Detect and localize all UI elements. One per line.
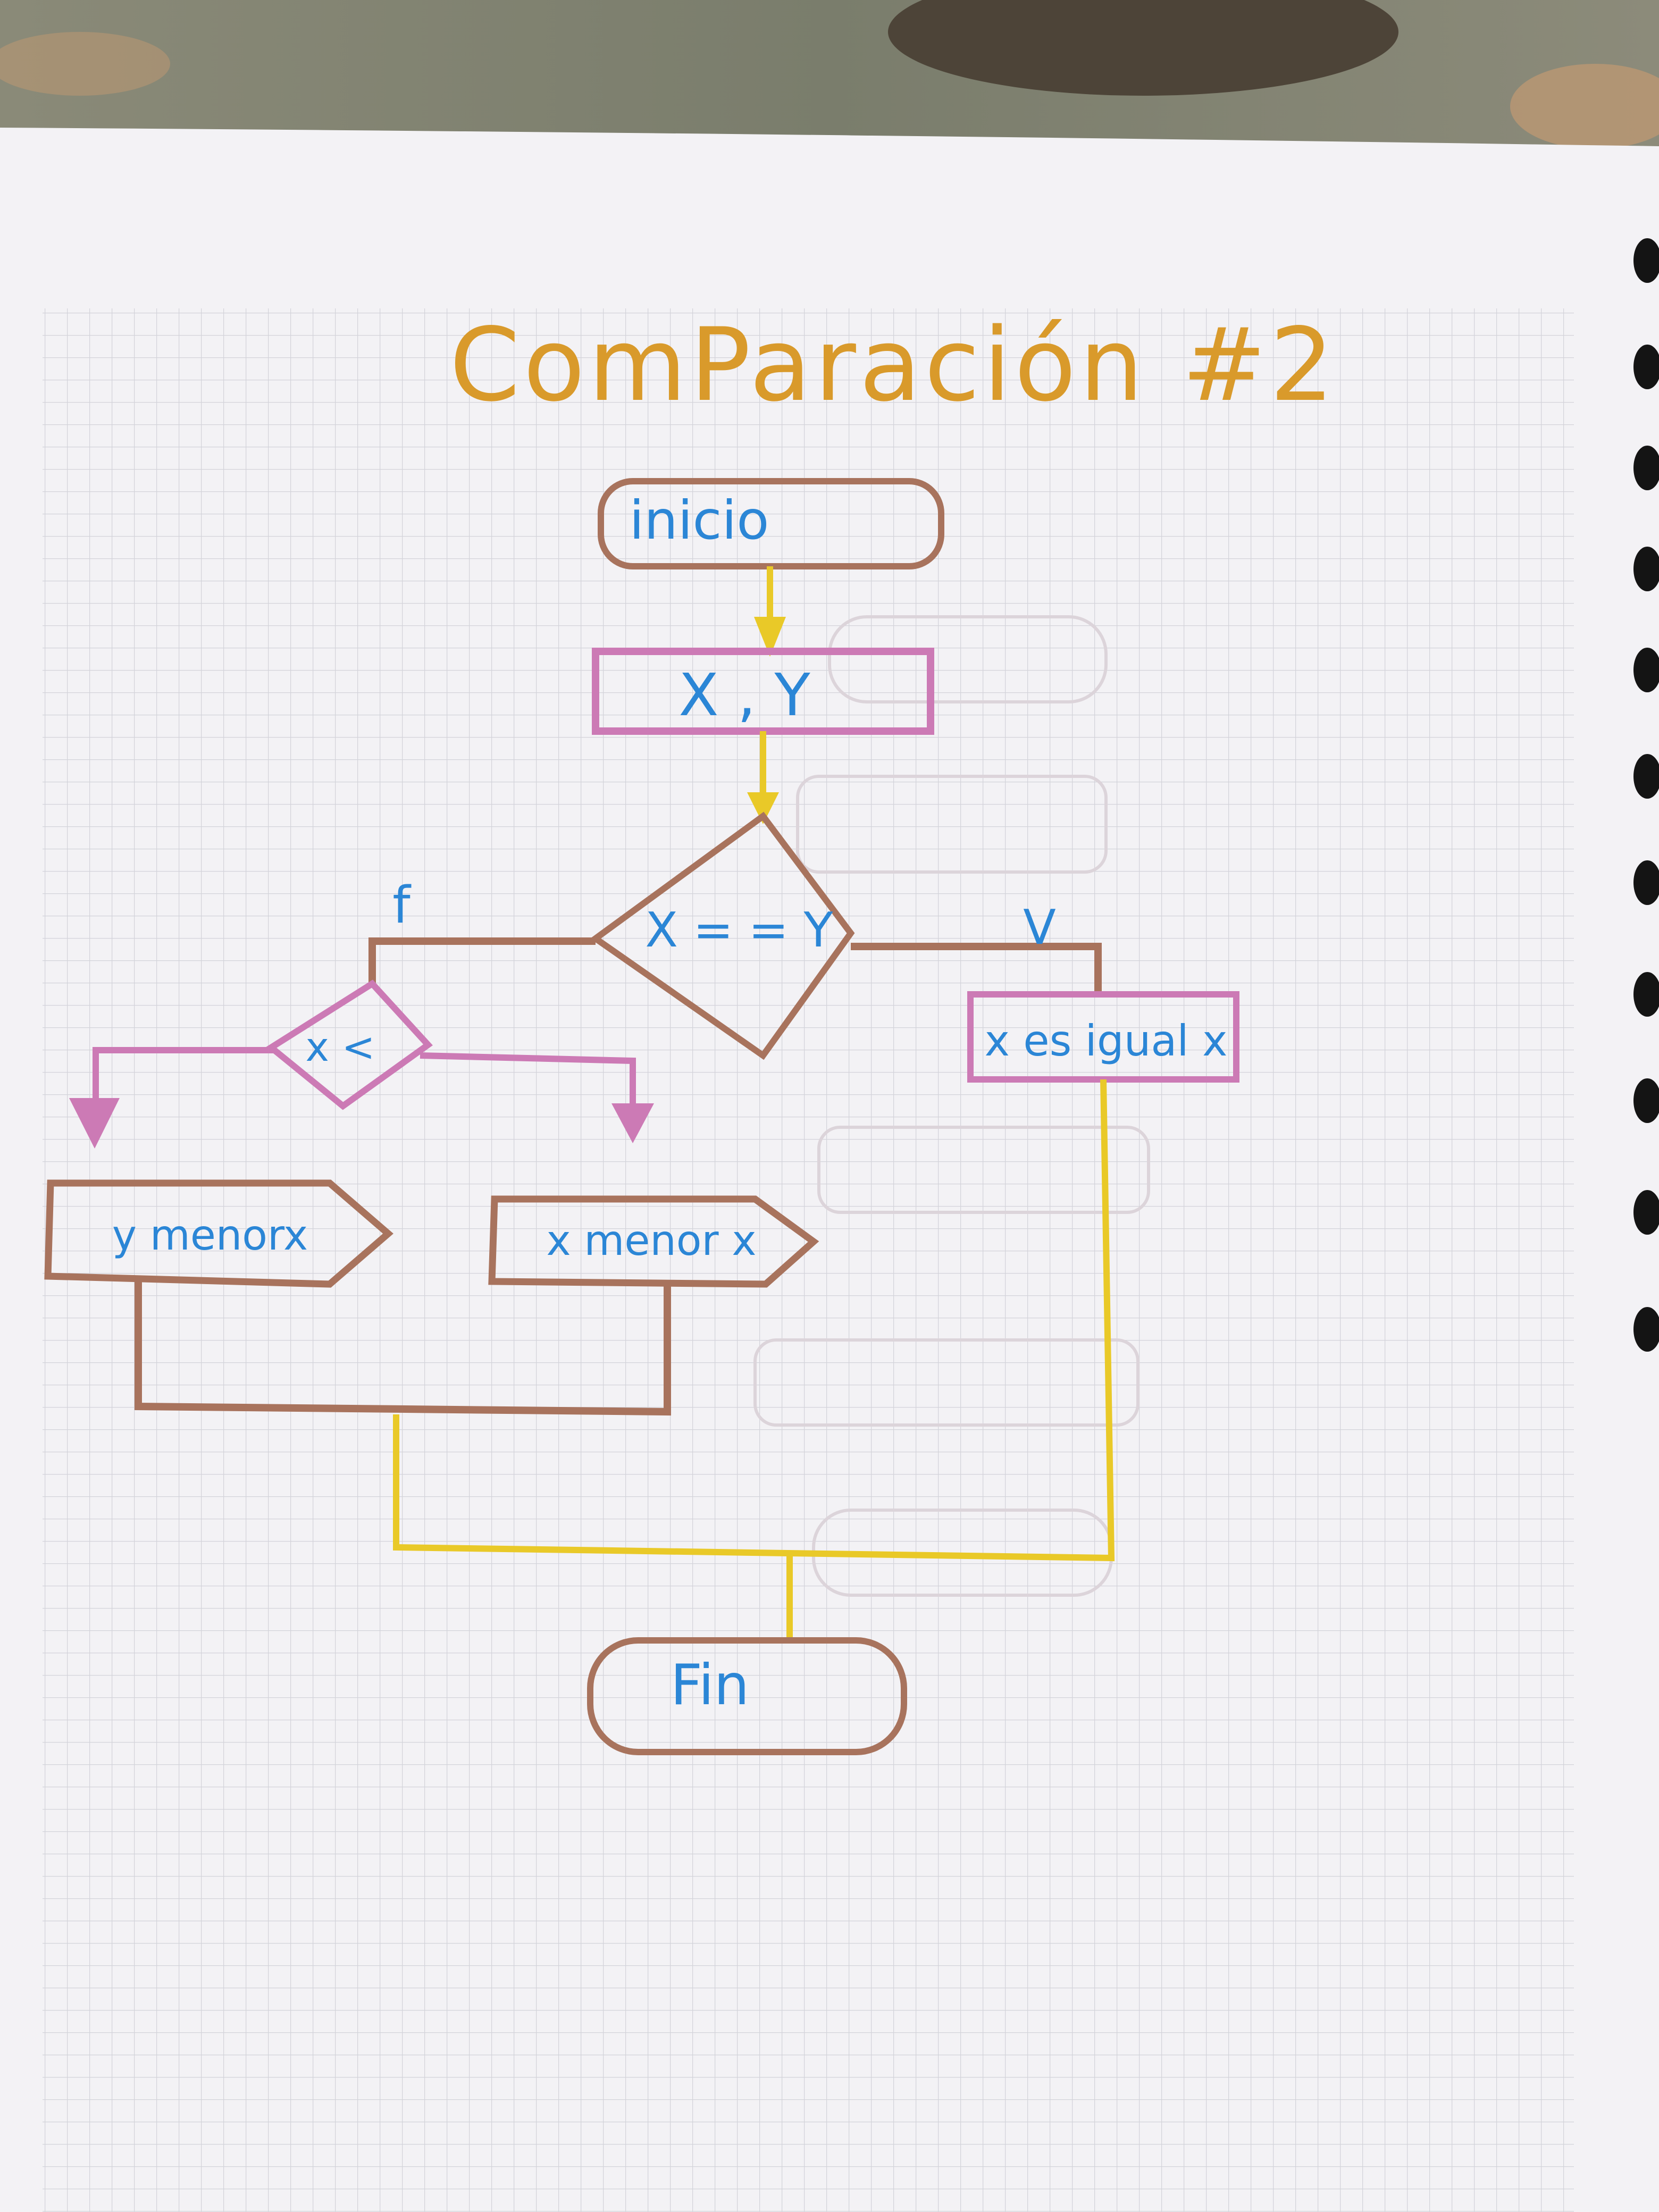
end-label: Fin xyxy=(671,1653,749,1717)
connector-sub-left xyxy=(69,1047,274,1149)
input-label: X , Y xyxy=(678,661,810,729)
output-middle-label: x menor x xyxy=(546,1217,756,1265)
output-equal-label: x es igual x xyxy=(985,1016,1228,1066)
decision-main-label: X = = Y xyxy=(645,902,833,958)
branch-false-label: f xyxy=(392,876,412,935)
arrow-start-to-input xyxy=(754,566,786,657)
start-terminal: inicio xyxy=(598,478,944,569)
connector-true-branch: V xyxy=(851,900,1102,997)
output-box-middle: x menor x xyxy=(488,1195,819,1288)
branch-true-label: V xyxy=(1023,900,1056,956)
output-box-left: y menorx xyxy=(44,1179,393,1288)
end-terminal: Fin xyxy=(587,1637,907,1755)
decision-main: X = = Y xyxy=(590,811,855,1060)
output-box-equal: x es igual x xyxy=(967,991,1239,1083)
connector-merge-outputs xyxy=(135,1279,671,1416)
output-left-label: y menorx xyxy=(112,1212,308,1260)
connector-false-branch: f xyxy=(368,876,596,984)
arrow-input-to-decision xyxy=(747,731,779,824)
start-label: inicio xyxy=(630,489,769,551)
spiral-binding xyxy=(1633,238,1659,1352)
diagram-title: ComParación #2 xyxy=(449,306,1337,424)
decision-sub: x < xyxy=(265,979,433,1110)
decision-sub-label: x < xyxy=(305,1024,375,1070)
connector-sub-right xyxy=(420,1052,654,1143)
notebook-page xyxy=(0,128,1659,2212)
input-box: X , Y xyxy=(592,648,934,735)
connector-join-to-end xyxy=(393,1079,1115,1643)
